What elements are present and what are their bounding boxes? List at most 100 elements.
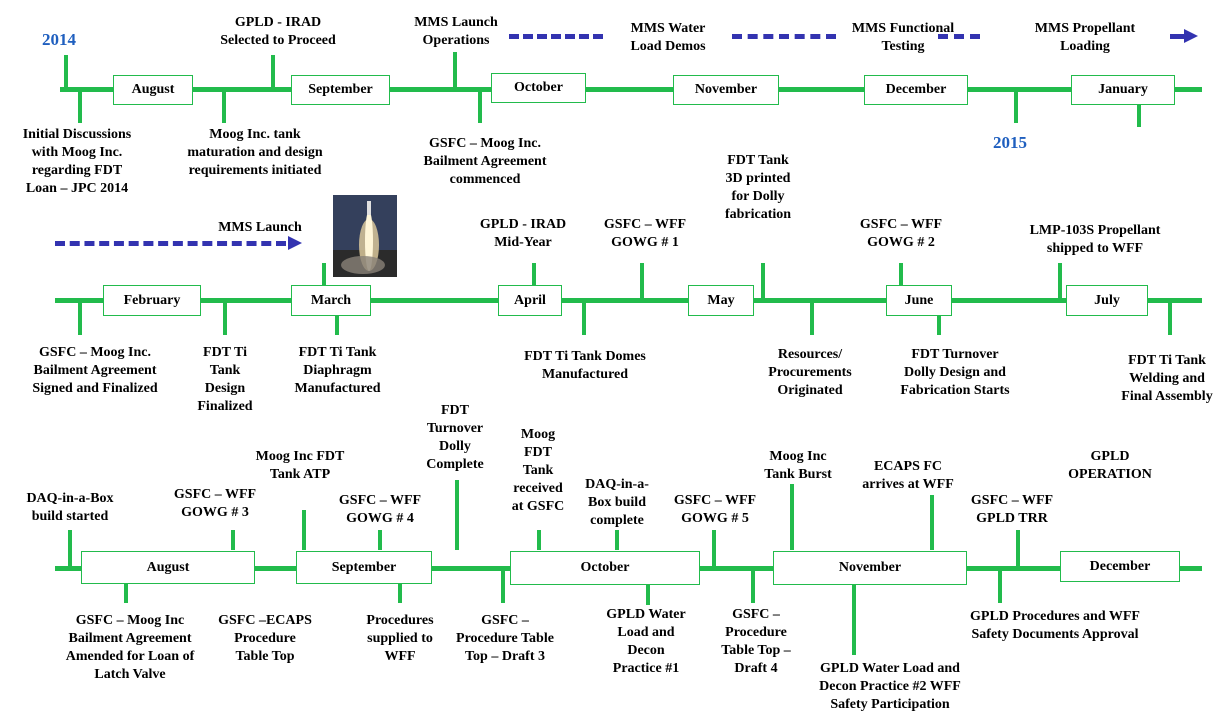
month-box: December bbox=[864, 75, 968, 105]
event-label: GSFC – Moog Inc Bailment Agreement Amend… bbox=[65, 613, 195, 682]
tick bbox=[640, 263, 644, 300]
event-label: GSFC – WFF GOWG # 4 bbox=[338, 493, 422, 526]
arrow-dash bbox=[1170, 34, 1184, 39]
event-label: GPLD Procedures and WFF Safety Documents… bbox=[970, 609, 1140, 642]
event-label: Moog Inc. tank maturation and design req… bbox=[187, 127, 323, 178]
tick bbox=[335, 300, 339, 335]
tick bbox=[532, 263, 536, 300]
tick bbox=[646, 585, 650, 605]
event-label: GSFC – WFF GPLD TRR bbox=[970, 493, 1054, 526]
month-box: February bbox=[103, 285, 201, 316]
event-label: FDT Ti Tank Welding and Final Assembly bbox=[1121, 353, 1213, 404]
arrow-dash bbox=[509, 34, 603, 39]
tick bbox=[453, 52, 457, 89]
tick bbox=[271, 55, 275, 89]
event-label: FDT Ti Tank Design Finalized bbox=[197, 345, 253, 414]
event-label: GSFC – WFF GOWG # 3 bbox=[173, 487, 257, 520]
event-label: GSFC – WFF GOWG # 1 bbox=[603, 217, 687, 250]
event-label: GSFC – Moog Inc. Bailment Agreement comm… bbox=[423, 136, 547, 187]
tick bbox=[582, 300, 586, 335]
tick bbox=[478, 89, 482, 123]
tick bbox=[810, 300, 814, 335]
event-label: DAQ-in-a- Box build complete bbox=[585, 477, 649, 528]
event-label: MMS Water Load Demos bbox=[630, 21, 706, 54]
month-box: October bbox=[491, 73, 586, 103]
event-label: Moog FDT Tank received at GSFC bbox=[511, 427, 565, 514]
tick bbox=[78, 89, 82, 123]
event-label: GPLD - IRAD Selected to Proceed bbox=[220, 15, 336, 48]
event-label: GPLD - IRAD Mid-Year bbox=[479, 217, 567, 250]
arrow-dash bbox=[938, 34, 980, 39]
tick bbox=[1016, 530, 1020, 568]
event-label: GSFC – WFF GOWG # 2 bbox=[859, 217, 943, 250]
event-label: Moog Inc FDT Tank ATP bbox=[255, 449, 345, 482]
event-label: Initial Discussions with Moog Inc. regar… bbox=[22, 127, 132, 196]
year-2015-label: 2015 bbox=[993, 133, 1027, 152]
tick bbox=[1058, 263, 1062, 300]
event-label: GSFC –ECAPS Procedure Table Top bbox=[218, 613, 312, 664]
month-box: April bbox=[498, 285, 562, 316]
arrowhead-icon bbox=[288, 236, 302, 250]
tick bbox=[998, 568, 1002, 603]
event-label: GSFC – Procedure Table Top – Draft 4 bbox=[721, 607, 791, 676]
tick bbox=[455, 480, 459, 550]
rocket-launch-image bbox=[333, 195, 397, 277]
tick bbox=[761, 263, 765, 300]
tick bbox=[852, 585, 856, 655]
event-label: GSFC – Moog Inc. Bailment Agreement Sign… bbox=[32, 345, 158, 396]
event-label: MMS Propellant Loading bbox=[1034, 21, 1136, 54]
tick bbox=[398, 568, 402, 603]
event-label: GSFC – Procedure Table Top – Draft 3 bbox=[456, 613, 554, 664]
tick bbox=[223, 300, 227, 335]
tick bbox=[1014, 89, 1018, 123]
month-box: March bbox=[291, 285, 371, 316]
tick bbox=[790, 484, 794, 550]
event-label: GSFC – WFF GOWG # 5 bbox=[673, 493, 757, 526]
event-label: Moog Inc Tank Burst bbox=[764, 449, 832, 482]
event-label: LMP-103S Propellant shipped to WFF bbox=[1029, 223, 1161, 256]
event-label: ECAPS FC arrives at WFF bbox=[862, 459, 954, 492]
month-box: July bbox=[1066, 285, 1148, 316]
event-label: MMS Launch bbox=[218, 220, 302, 235]
tick bbox=[231, 530, 235, 550]
month-box: October bbox=[510, 551, 700, 585]
tick bbox=[124, 568, 128, 603]
tick bbox=[712, 530, 716, 568]
month-box: November bbox=[773, 551, 967, 585]
timeline-row-1 bbox=[60, 87, 1202, 92]
event-label: Procedures supplied to WFF bbox=[366, 613, 434, 664]
month-box: January bbox=[1071, 75, 1175, 105]
timeline-row-2 bbox=[55, 298, 1202, 303]
event-label: MMS Functional Testing bbox=[851, 21, 955, 54]
mms-launch-arrow bbox=[55, 241, 286, 246]
tick bbox=[222, 89, 226, 123]
month-box: September bbox=[291, 75, 390, 105]
event-label: FDT Turnover Dolly Design and Fabricatio… bbox=[900, 347, 1010, 398]
tick bbox=[930, 495, 934, 550]
year-2014-label: 2014 bbox=[42, 30, 76, 49]
month-box: August bbox=[81, 551, 255, 584]
event-label: DAQ-in-a-Box build started bbox=[26, 491, 114, 524]
event-label: MMS Launch Operations bbox=[414, 15, 498, 48]
tick bbox=[537, 530, 541, 550]
tick bbox=[64, 55, 68, 89]
tick bbox=[615, 530, 619, 550]
tick bbox=[322, 263, 326, 300]
arrow-dash bbox=[732, 34, 836, 39]
tick bbox=[937, 300, 941, 335]
tick bbox=[302, 510, 306, 550]
event-label: Resources/ Procurements Originated bbox=[768, 347, 852, 398]
tick bbox=[751, 568, 755, 603]
tick bbox=[1168, 300, 1172, 335]
month-box: June bbox=[886, 285, 952, 316]
month-box: December bbox=[1060, 551, 1180, 582]
month-box: August bbox=[113, 75, 193, 105]
event-label: GPLD Water Load and Decon Practice #2 WF… bbox=[819, 661, 961, 712]
event-label: GPLD OPERATION bbox=[1068, 449, 1152, 482]
event-label: FDT Tank 3D printed for Dolly fabricatio… bbox=[724, 153, 792, 222]
event-label: FDT Ti Tank Domes Manufactured bbox=[524, 349, 646, 382]
event-label: GPLD Water Load and Decon Practice #1 bbox=[606, 607, 686, 676]
tick bbox=[501, 568, 505, 603]
tick bbox=[68, 530, 72, 568]
